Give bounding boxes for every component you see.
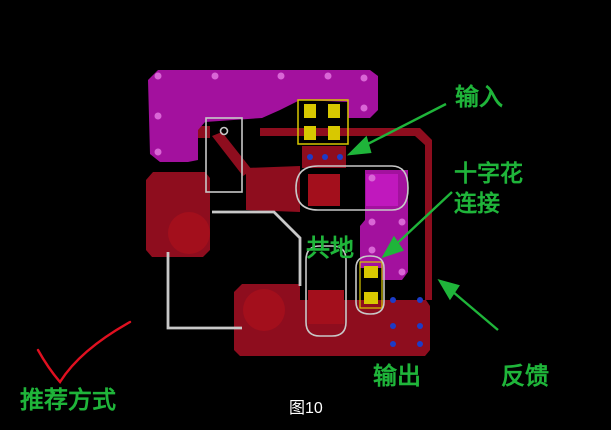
yellow-pads (297, 99, 383, 309)
label-input: 输入 (455, 83, 503, 111)
label-cross-line2: 连接 (454, 191, 500, 217)
via (368, 246, 376, 254)
via (360, 104, 368, 112)
arrowhead-cross (381, 235, 404, 259)
via (417, 297, 423, 303)
yellow-pad-4 (328, 126, 340, 140)
label-cross-line1: 十字花 (454, 161, 523, 187)
arrowhead-input (346, 135, 372, 156)
label-common-ground: 共地 (306, 234, 354, 262)
yellow-pad-1 (304, 104, 316, 118)
center-copper-pour (246, 166, 300, 212)
large-round-pad-bottom (243, 289, 285, 331)
via (368, 174, 376, 182)
label-recommended: 推荐方式 (20, 386, 116, 414)
via (277, 72, 285, 80)
via (368, 218, 376, 226)
via (154, 112, 162, 120)
yellow-pad-2 (328, 104, 340, 118)
via (154, 148, 162, 156)
via (154, 72, 162, 80)
arrow-feedback (445, 285, 499, 331)
center-square-pad (308, 174, 340, 206)
yellow-pad-5 (364, 266, 378, 278)
component-outline-center (295, 165, 409, 211)
arrowhead-feedback (437, 279, 460, 301)
via (417, 341, 423, 347)
via (390, 297, 396, 303)
bottom-square-pad (308, 290, 344, 324)
via (390, 341, 396, 347)
component-outline-vertical (305, 245, 347, 337)
label-output: 输出 (373, 362, 421, 390)
yellow-pad-3 (304, 126, 316, 140)
silkscreen-layer (166, 117, 409, 337)
white-trace-2 (166, 252, 242, 330)
via (322, 154, 328, 160)
via (337, 154, 343, 160)
via (324, 72, 332, 80)
large-round-pad-top (168, 212, 210, 254)
pin1-marker (219, 126, 229, 136)
component-outline-small (355, 255, 385, 315)
via (360, 74, 368, 82)
via (398, 268, 406, 276)
vias-magenta (154, 72, 406, 276)
white-trace-1 (212, 210, 302, 286)
via (417, 323, 423, 329)
vias-blue (307, 154, 423, 347)
bottom-copper-layer (146, 126, 432, 356)
component-outline-left (205, 117, 243, 193)
via (211, 72, 219, 80)
via (398, 218, 406, 226)
yellow-pad-outline (297, 99, 349, 145)
top-copper-pour (148, 70, 378, 162)
yellow-pad-outline-2 (359, 261, 383, 309)
via (390, 323, 396, 329)
yellow-pad-6 (364, 292, 378, 304)
annotation-arrows (346, 102, 499, 331)
arrow-input (355, 102, 447, 152)
label-feedback: 反馈 (501, 362, 549, 390)
arrow-cross (389, 191, 453, 251)
checkmark-icon (36, 320, 132, 385)
via (307, 154, 313, 160)
figure-caption: 图10 (289, 400, 323, 417)
